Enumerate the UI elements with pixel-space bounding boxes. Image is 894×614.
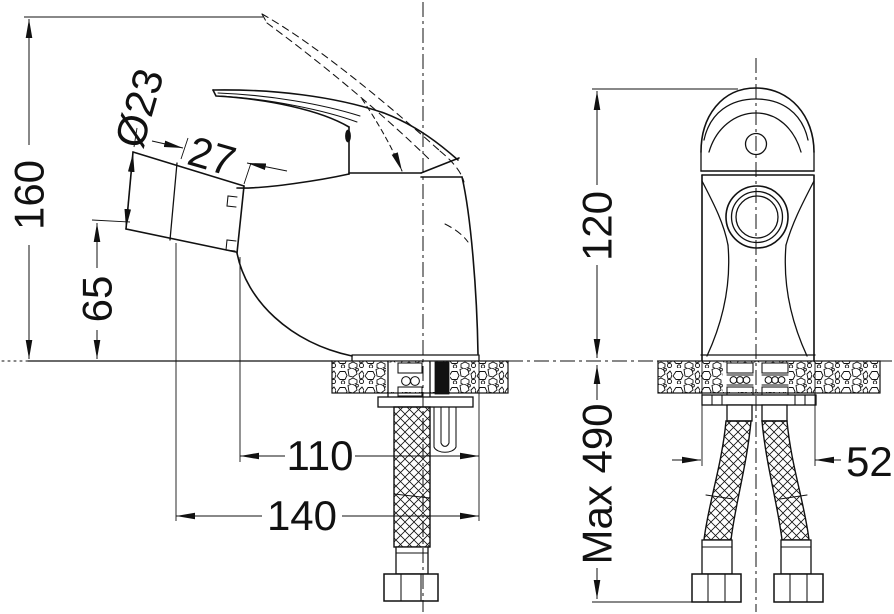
supply-hose-front-right xyxy=(761,420,810,541)
faucet-body-side xyxy=(236,126,480,362)
hex-nut-side xyxy=(383,573,439,602)
dim-label-160: 160 xyxy=(6,160,53,230)
hose-joint-ticks-front xyxy=(705,494,808,500)
cap-base-lines xyxy=(700,170,815,176)
body-top-edge xyxy=(236,173,350,189)
dimension-reach-140: 140 xyxy=(175,243,479,539)
handle-inner-line-1 xyxy=(217,92,361,117)
spout-front-outer-circle xyxy=(725,185,789,249)
shank-walls xyxy=(387,361,431,398)
dimension-body-height-120: 120 xyxy=(574,88,738,358)
faucet-body-front xyxy=(700,170,816,362)
dim-label-120: 120 xyxy=(574,191,621,261)
dim-label-52: 52 xyxy=(846,438,893,485)
side-view xyxy=(125,13,480,602)
spout-top-edge xyxy=(132,151,245,187)
dim-label-d23: Ø23 xyxy=(106,63,173,152)
mounting-bolt-slot xyxy=(440,406,450,447)
dome-side-walls xyxy=(700,151,815,172)
dim-label-140: 140 xyxy=(267,492,337,539)
hex-nut-facets-front-right xyxy=(789,573,808,603)
base-ring xyxy=(351,354,480,362)
handle-bottom-edge xyxy=(212,89,350,128)
dimension-hose-length-max490: Max 490 xyxy=(574,365,736,603)
undercounter-side xyxy=(377,361,474,602)
handle-inner-line-2 xyxy=(220,95,358,123)
undercounter-front xyxy=(691,362,824,603)
inlet-fitting-left xyxy=(726,362,754,397)
hose-ferrule-front-left xyxy=(701,539,733,575)
dim-label-27: 27 xyxy=(183,127,241,185)
mounting-bracket-plate xyxy=(701,394,817,406)
dim-label-max490: Max 490 xyxy=(574,403,621,564)
spout-joint-ring xyxy=(169,162,178,241)
bracket-notches xyxy=(711,394,806,406)
handle-top-edge xyxy=(212,89,459,161)
body-front-curve xyxy=(236,252,353,357)
raised-handle-top-dashed xyxy=(261,13,441,152)
spout-bottom-edge xyxy=(125,228,237,253)
hose-fitting-right xyxy=(761,404,788,422)
inlet-fitting-right xyxy=(761,362,789,397)
dim-label-110: 110 xyxy=(287,432,354,479)
hose-fitting-left xyxy=(726,404,753,422)
spout-retainer-notches xyxy=(225,195,238,252)
hex-nut-front-left xyxy=(691,573,742,603)
mounting-flange xyxy=(377,396,474,408)
centerlines xyxy=(422,2,757,612)
dimension-spout-tip-27: 27 xyxy=(151,127,288,185)
screw-cover-circle xyxy=(744,132,768,156)
mounting-bolt-outline xyxy=(433,406,457,453)
hex-nut-facets-side xyxy=(400,573,422,602)
spout xyxy=(125,151,245,254)
mounting-bolt xyxy=(433,406,457,453)
pivot-wedge xyxy=(420,157,463,178)
shank-collar xyxy=(397,362,423,374)
supply-hose-front-left xyxy=(703,420,752,541)
front-view xyxy=(691,87,824,603)
hose-joint-tick xyxy=(393,493,431,499)
raised-handle-tip-dashed xyxy=(261,13,268,24)
spout-front-mid-circle xyxy=(730,190,784,244)
dimension-spout-height-65: 65 xyxy=(74,219,131,359)
threaded-stud-section xyxy=(434,361,450,395)
hex-nut-front-right xyxy=(773,573,824,603)
shank-ball-2 xyxy=(410,376,420,386)
dim-label-65: 65 xyxy=(74,276,121,323)
handle-lever xyxy=(212,89,459,161)
handle-swing-arc xyxy=(361,98,403,172)
hose-ferrule-front-right xyxy=(780,539,812,575)
shank-lower-collar xyxy=(397,386,423,397)
body-side-edges xyxy=(701,174,815,362)
dimension-reach-110: 110 xyxy=(239,257,480,521)
dimension-spout-diameter-23: Ø23 xyxy=(106,63,173,229)
hidden-rear-dashed xyxy=(444,223,469,243)
body-rear-edge xyxy=(461,176,479,355)
hex-nut-facets-front-left xyxy=(707,573,726,603)
supply-hose-side xyxy=(393,406,431,548)
spout-body-junction xyxy=(236,185,245,254)
handle-dome xyxy=(700,87,815,172)
dome-inner-arc xyxy=(708,112,802,153)
handle-raised-phantom xyxy=(261,13,469,243)
body-waist-curves xyxy=(706,244,808,357)
dimensions: 160 Ø23 27 65 110 xyxy=(6,16,893,603)
spout-front-inner-circle xyxy=(735,195,779,239)
shoulder-curves xyxy=(701,180,815,246)
raised-handle-bottom-dashed xyxy=(266,22,432,162)
dimension-body-width-52: 52 xyxy=(672,362,893,485)
dimension-total-height-160: 160 xyxy=(6,16,263,359)
